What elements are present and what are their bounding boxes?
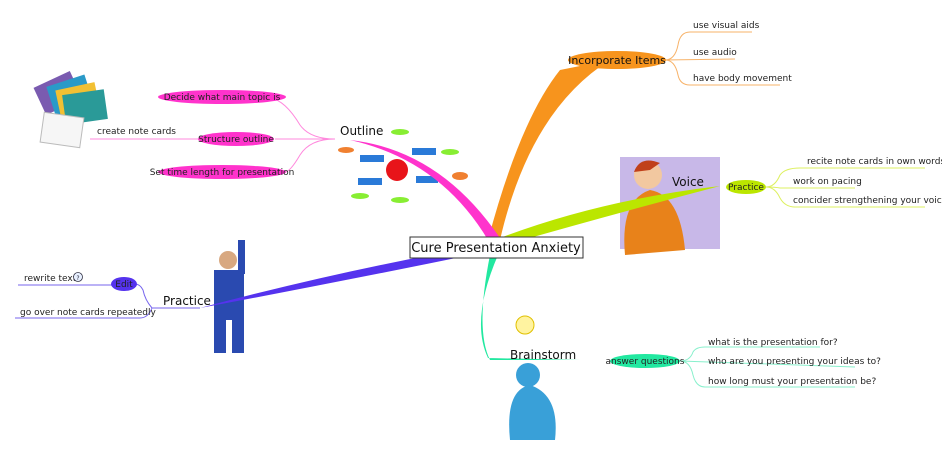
svg-text:?: ?: [76, 275, 79, 282]
branch-brainstorm: [480, 255, 580, 360]
outline-note[interactable]: create note cards: [97, 127, 176, 137]
answer-questions-node[interactable]: [610, 354, 680, 368]
practice-item[interactable]: go over note cards repeatedly: [20, 308, 157, 318]
lightbulb-thinker-image: [509, 315, 556, 440]
edit-label: Edit: [115, 280, 133, 290]
edit-node[interactable]: [111, 277, 137, 291]
waving-man-image: [214, 240, 245, 353]
outline-sub-label: Structure outline: [198, 135, 274, 145]
mind-map-clipart: [338, 129, 468, 203]
branch-practice: [200, 244, 495, 308]
branch-incorporate: [488, 60, 610, 240]
central-node[interactable]: [409, 236, 584, 259]
incorporate-items-label: Incorporate Items: [568, 54, 666, 67]
outline-sub-node[interactable]: [198, 132, 274, 146]
info-note-icon[interactable]: ?: [73, 272, 83, 283]
incorporate-item[interactable]: use visual aids: [693, 21, 760, 31]
brainstorm-item[interactable]: how long must your presentation be?: [708, 377, 876, 387]
outline-sub-label: Set time length for presentation: [150, 168, 295, 178]
incorporate-items-node[interactable]: [568, 51, 666, 69]
branch-voice: [500, 186, 720, 245]
voice-item[interactable]: concider strengthening your voice: [793, 196, 942, 206]
voice-practice-label: Practice: [728, 183, 764, 193]
brainstorm-item[interactable]: what is the presentation for?: [708, 338, 838, 348]
practice-label[interactable]: Practice: [163, 294, 211, 308]
outline-sub-node[interactable]: [158, 165, 286, 179]
incorporate-item[interactable]: use audio: [693, 48, 737, 58]
practice-item[interactable]: rewrite text: [24, 274, 77, 284]
note-cards-image: [33, 70, 108, 149]
voice-label[interactable]: Voice: [672, 175, 704, 189]
voice-item[interactable]: recite note cards in own words: [807, 157, 942, 167]
branch-outline: [350, 140, 500, 240]
brainstorm-item[interactable]: who are you presenting your ideas to?: [708, 357, 881, 367]
outline-sub-node[interactable]: [158, 90, 286, 104]
voice-practice-node[interactable]: [726, 180, 766, 194]
incorporate-item[interactable]: have body movement: [693, 74, 792, 84]
outline-label[interactable]: Outline: [340, 124, 383, 138]
brainstorm-label[interactable]: Brainstorm: [510, 348, 576, 362]
central-label: Cure Presentation Anxiety: [411, 241, 581, 256]
outline-sub-label: Decide what main topic is: [164, 93, 281, 103]
answer-questions-label: answer questions: [606, 357, 685, 367]
voice-item[interactable]: work on pacing: [793, 177, 862, 187]
